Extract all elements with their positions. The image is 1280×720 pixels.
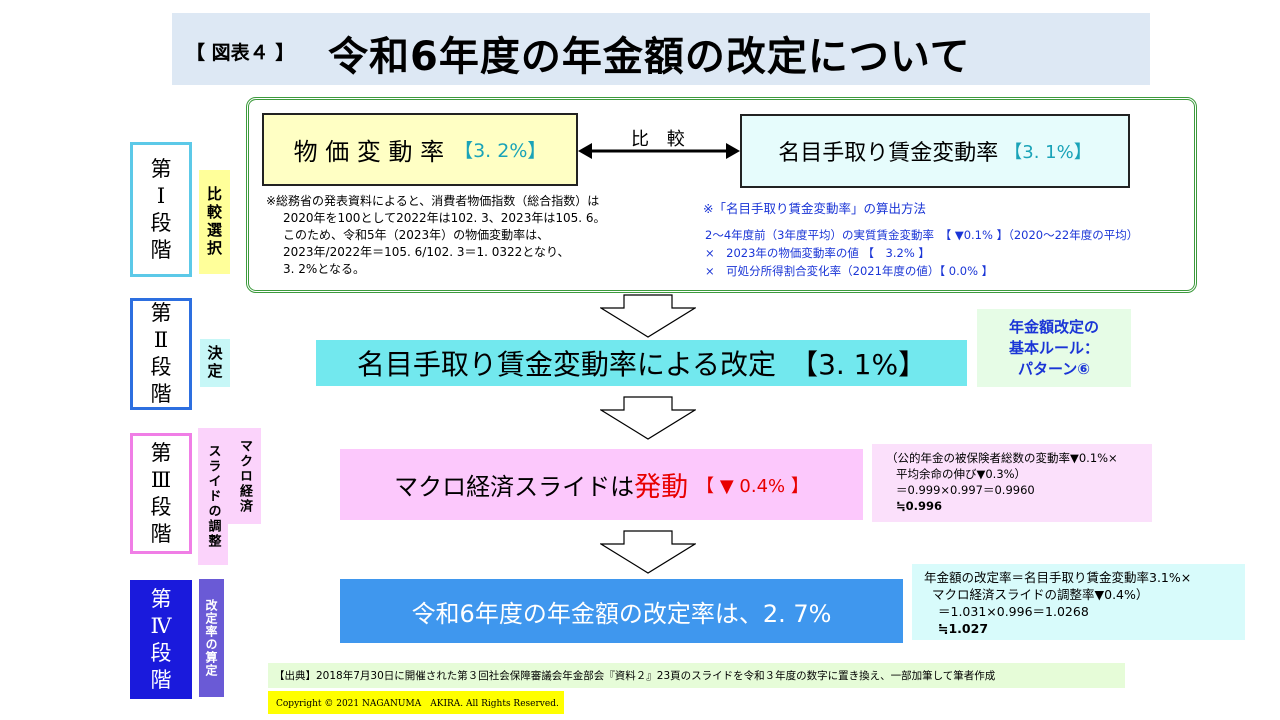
stage-3-text: マクロ経済スライドは: [394, 473, 635, 501]
stage-4-char: 第: [150, 586, 172, 611]
stage-4-char: Ⅳ: [150, 613, 172, 638]
wage-change-box: 名目手取り賃金変動率 【3. 1%】: [740, 114, 1130, 188]
stage-1-side-label: 比較選択: [199, 170, 230, 274]
stage-2-char: 段: [150, 355, 172, 379]
stage-1-char: 第: [150, 156, 172, 181]
stage-2-result: 名目手取り賃金変動率による改定 【3. 1%】: [316, 340, 967, 386]
stage-3-note-line: ＝0.999×0.997＝0.9960: [896, 483, 1035, 497]
stage-3-result: マクロ経済スライドは 発動 【 ▼ 0.4% 】: [340, 449, 863, 520]
stage-3-highlight: 発動: [634, 472, 689, 503]
stage-4-side-label: 改定率の算定: [199, 579, 224, 697]
basic-rule-line: 年金額改定の: [1008, 317, 1099, 336]
price-change-box: 物 価 変 動 率 【3. 2%】: [262, 113, 578, 186]
price-change-value: 【3. 2%】: [454, 140, 547, 162]
page-title: 令和6年度の年金額の改定について: [328, 34, 971, 80]
stage-4-result: 令和6年度の年金額の改定率は、2. 7%: [340, 579, 903, 643]
stage-4-char: 段: [150, 640, 172, 665]
stage-1-panel: [246, 97, 1197, 293]
basic-rule-line: パターン⑥: [1018, 359, 1090, 378]
wage-change-value: 【3. 1%】: [1004, 142, 1092, 163]
stage-1-char: 段: [150, 210, 172, 235]
stage-3-char: Ⅲ: [150, 467, 172, 492]
price-note-line: 2023年/2022年＝105. 6/102. 3＝1. 0322となり、: [283, 245, 570, 259]
stage-2-side-label: 決定: [200, 339, 230, 387]
stage-3-note-line: （公的年金の被保険者総数の変動率▼0.1%×: [886, 451, 1118, 465]
stage-1-label: 第 Ⅰ 段 階: [130, 142, 192, 277]
stage-3-note: （公的年金の被保険者総数の変動率▼0.1%× 平均余命の伸び▼0.3%） ＝0.…: [872, 444, 1152, 522]
price-note-line: このため、令和5年（2023年）の物価変動率は、: [283, 228, 550, 242]
stage-2-label: 第 Ⅱ 段 階: [130, 298, 192, 410]
stage-2-value: 【3. 1%】: [790, 348, 927, 381]
wage-note: 2～4年度前（3年度平均）の実質賃金変動率 【 ▼0.1% 】（2020～22年…: [705, 226, 1138, 280]
compare-label: 比 較: [631, 129, 691, 150]
source-note: 【出典】2018年7月30日に開催された第３回社会保障審議会年金部会『資料２』2…: [268, 663, 1125, 688]
wage-note-line: × 可処分所得割合変化率（2021年度の値）【 0.0% 】: [705, 264, 994, 278]
price-change-label: 物 価 変 動 率: [293, 138, 445, 166]
down-arrow-icon: [600, 294, 696, 338]
stage-3-label: 第 Ⅲ 段 階: [130, 433, 192, 554]
stage-3-side-label-b: スライドの調整: [198, 428, 228, 565]
stage-4-note-line: ＝1.031×0.996＝1.0268: [938, 604, 1089, 619]
basic-rule-line: 基本ルール：: [1008, 338, 1099, 357]
copyright: Copyright © 2021 NAGANUMA AKIRA. All Rig…: [268, 691, 564, 714]
stage-4-label: 第 Ⅳ 段 階: [130, 580, 192, 699]
basic-rule-box: 年金額改定の 基本ルール： パターン⑥: [977, 309, 1131, 387]
down-arrow-icon: [600, 396, 696, 440]
stage-3-side-label-a: マクロ経済: [228, 428, 261, 524]
stage-3-char: 第: [150, 440, 172, 465]
title-bar: [172, 13, 1150, 85]
stage-3-note-line: 平均余命の伸び▼0.3%）: [896, 467, 1027, 481]
wage-note-line: × 2023年の物価変動率の値 【 3.2% 】: [705, 246, 930, 260]
stage-2-char: Ⅱ: [153, 328, 169, 352]
wage-change-label: 名目手取り賃金変動率: [778, 141, 999, 166]
stage-4-note: 年金額の改定率＝名目手取り賃金変動率3.1%× マクロ経済スライドの調整率▼0.…: [912, 564, 1245, 640]
price-note: ※総務省の発表資料によると、消費者物価指数（総合指数）は 2020年を100とし…: [266, 193, 606, 278]
stage-4-note-line: マクロ経済スライドの調整率▼0.4%）: [932, 587, 1149, 602]
figure-number: 【 図表４ 】: [186, 42, 295, 64]
stage-3-note-line: ≒0.996: [896, 499, 943, 513]
stage-4-char: 階: [150, 667, 172, 692]
stage-4-note-line: ≒1.027: [938, 621, 989, 636]
stage-4-note-line: 年金額の改定率＝名目手取り賃金変動率3.1%×: [924, 570, 1192, 585]
price-note-line: ※総務省の発表資料によると、消費者物価指数（総合指数）は: [266, 194, 600, 208]
double-arrow-icon: [578, 143, 740, 159]
stage-2-char: 第: [150, 301, 172, 325]
stage-2-text: 名目手取り賃金変動率による改定: [356, 348, 777, 381]
wage-note-line: 2～4年度前（3年度平均）の実質賃金変動率 【 ▼0.1% 】（2020～22年…: [705, 228, 1139, 242]
stage-3-char: 段: [150, 494, 172, 519]
stage-1-char: 階: [150, 237, 172, 262]
stage-3-value: 【 ▼ 0.4% 】: [696, 475, 809, 497]
wage-note-title: ※「名目手取り賃金変動率」の算出方法: [703, 201, 926, 216]
price-note-line: 2020年を100として2022年は102. 3、2023年は105. 6。: [283, 211, 606, 225]
stage-1-char: Ⅰ: [156, 183, 166, 208]
price-note-line: 3. 2%となる。: [283, 262, 365, 276]
down-arrow-icon: [600, 530, 696, 574]
stage-2-char: 階: [150, 382, 172, 406]
stage-3-char: 階: [150, 521, 172, 546]
